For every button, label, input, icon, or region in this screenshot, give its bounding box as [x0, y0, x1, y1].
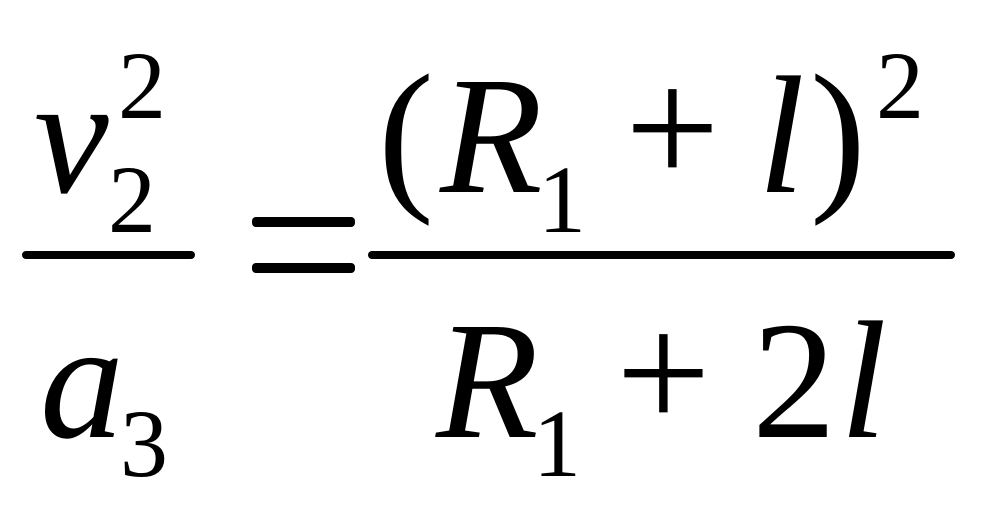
open-paren: ( [378, 41, 434, 227]
fraction-bar-right [368, 251, 955, 259]
equals-bar-top [252, 217, 355, 227]
symbol-l: l [758, 43, 805, 229]
coefficient-2: 2 [752, 288, 836, 474]
plus-sign: + [616, 280, 711, 466]
symbol-a: a [40, 288, 124, 474]
subscript-1: 1 [533, 390, 581, 497]
symbol-l: l [840, 288, 887, 474]
fraction-bar-left [22, 251, 195, 259]
subscript-3: 3 [120, 390, 168, 497]
superscript-2: 2 [118, 32, 166, 139]
superscript-2: 2 [876, 32, 924, 139]
symbol-R: R [436, 288, 539, 474]
subscript-1: 1 [538, 146, 586, 253]
symbol-v: v [34, 43, 109, 229]
symbol-R: R [440, 43, 543, 229]
close-paren: ) [810, 41, 866, 227]
subscript-2: 2 [108, 146, 156, 253]
equals-sign: = [252, 263, 355, 273]
plus-sign: + [625, 35, 720, 221]
